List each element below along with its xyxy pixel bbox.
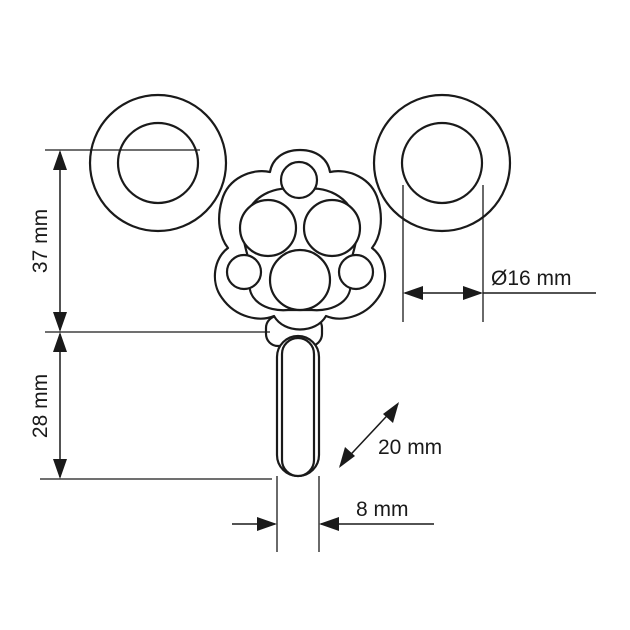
small-hole-top xyxy=(279,160,319,200)
label-37mm: 37 mm xyxy=(29,209,52,273)
arrow-8-left xyxy=(257,517,277,531)
rigging-plate xyxy=(88,93,512,478)
label-8mm: 8 mm xyxy=(356,498,409,521)
arrow-8-right xyxy=(319,517,339,531)
inner-lobe-right xyxy=(302,198,362,258)
label-20mm: 20 mm xyxy=(378,436,442,459)
arrow-37-top xyxy=(53,150,67,170)
inner-lobe-bottom xyxy=(268,248,332,312)
left-ear-hole xyxy=(116,121,200,205)
label-28mm: 28 mm xyxy=(29,374,52,438)
small-hole-right xyxy=(337,253,375,291)
arrow-20-bottom xyxy=(339,447,355,468)
label-16mm: Ø16 mm xyxy=(491,267,572,290)
dimension-28 xyxy=(53,332,67,479)
dimension-8 xyxy=(232,517,434,531)
stem-slot xyxy=(280,336,316,478)
arrow-28-top xyxy=(53,332,67,352)
dimension-20 xyxy=(339,402,399,468)
extension-lines xyxy=(40,149,484,552)
right-ear-hole xyxy=(400,121,484,205)
small-hole-left xyxy=(225,253,263,291)
arrow-28-bottom xyxy=(53,459,67,479)
dimension-37 xyxy=(53,150,67,332)
dimension-16 xyxy=(403,286,596,300)
arrow-16-right xyxy=(463,286,483,300)
inner-lobe-left xyxy=(238,198,298,258)
arrow-20-top xyxy=(383,402,399,423)
arrow-37-bottom xyxy=(53,312,67,332)
arrow-16-left xyxy=(403,286,423,300)
